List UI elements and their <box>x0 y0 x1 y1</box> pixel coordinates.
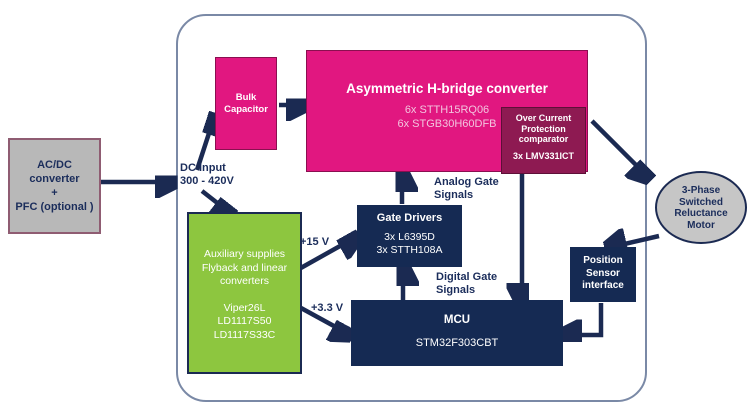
acdc-line: AC/DC <box>37 159 72 171</box>
digital-label-line2: Signals <box>436 284 476 296</box>
system-boundary-frame <box>176 14 647 402</box>
hbridge-converter-block: Asymmetric H-bridge converter 6x STTH15R… <box>306 50 588 174</box>
aux-title-line: Flyback and linear <box>201 261 288 274</box>
aux-part: LD1117S33C <box>213 328 276 341</box>
hbridge-part2: 6x STGB30H60DFB <box>397 117 497 130</box>
analog-gate-signals-label: Analog Gate Signals <box>434 176 499 202</box>
motor-line: Switched <box>679 196 723 208</box>
dc-input-line1: DC Input <box>180 162 226 174</box>
bulk-capacitor-line2: Capacitor <box>224 103 268 115</box>
aux-title-line: Auxiliary supplies <box>203 248 286 260</box>
digital-label-line1: Digital Gate <box>436 271 498 283</box>
dc-input-line2: 300 - 420V <box>180 175 234 187</box>
ocp-title-line: Protection <box>521 123 566 134</box>
position-sensor-interface-block: Position Sensor interface <box>570 247 636 302</box>
gate-drivers-part: 3x STTH108A <box>376 244 443 256</box>
aux-title-line: converters <box>219 275 270 287</box>
motor-line: Motor <box>687 219 715 231</box>
psensor-line: Position <box>583 255 623 266</box>
mcu-title: MCU <box>443 314 471 326</box>
plus-3v3-label: +3.3 V <box>311 302 344 314</box>
ocp-title-line: Over Current <box>515 113 572 123</box>
analog-label-line1: Analog Gate <box>434 176 499 188</box>
motor-line: 3-Phase <box>681 185 721 196</box>
gate-drivers-part: 3x L6395D <box>384 231 435 243</box>
ocp-part: 3x LMV331ICT <box>512 150 575 161</box>
hbridge-part1: 6x STTH15RQ06 <box>404 104 490 116</box>
hbridge-title: Asymmetric H-bridge converter <box>346 81 548 96</box>
aux-part: LD1117S50 <box>217 315 272 327</box>
auxiliary-supplies-block: Auxiliary supplies Flyback and linear co… <box>187 212 302 374</box>
digital-gate-signals-label: Digital Gate Signals <box>436 271 497 297</box>
hbridge-parts: 6x STTH15RQ06 6x STGB30H60DFB <box>367 104 527 131</box>
gate-drivers-block: Gate Drivers 3x L6395D 3x STTH108A <box>357 205 462 267</box>
motor-line: Reluctance <box>674 208 728 219</box>
psensor-line: interface <box>582 280 624 291</box>
analog-label-line2: Signals <box>434 189 474 201</box>
over-current-protection-block: Over Current Protection comparator 3x LM… <box>501 107 586 174</box>
bulk-capacitor-line1: Bulk <box>235 91 257 103</box>
plus-15v-label: +15 V <box>300 236 330 248</box>
gate-drivers-title: Gate Drivers <box>376 212 443 224</box>
ocp-title-line: comparator <box>518 134 569 144</box>
bulk-capacitor-block: Bulk Capacitor <box>215 57 277 150</box>
acdc-line: + <box>51 187 58 199</box>
acdc-line: converter <box>29 173 80 185</box>
motor-ellipse: 3-Phase Switched Reluctance Motor <box>655 171 747 244</box>
mcu-block: MCU STM32F303CBT <box>351 300 563 366</box>
acdc-converter-block: AC/DC converter + PFC (optional ) <box>8 138 101 234</box>
dc-input-label: DC Input 300 - 420V <box>180 162 234 188</box>
gate-drivers-parts: 3x L6395D 3x STTH108A <box>357 231 462 257</box>
acdc-line: PFC (optional ) <box>15 201 94 213</box>
psensor-line: Sensor <box>586 267 620 279</box>
mcu-part: STM32F303CBT <box>415 337 499 349</box>
aux-part: Viper26L <box>223 301 266 314</box>
